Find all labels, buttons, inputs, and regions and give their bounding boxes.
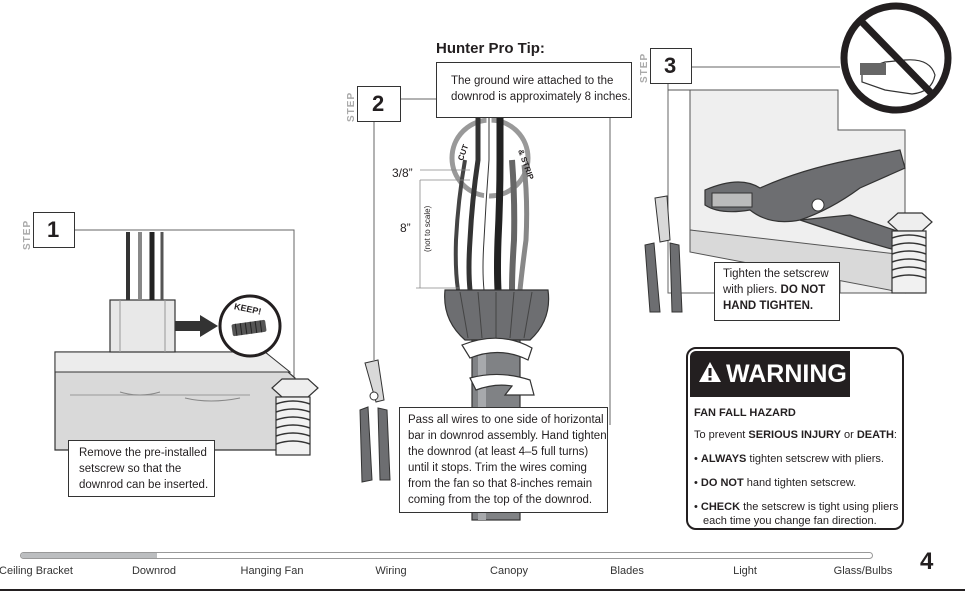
step2-caption-line5: from the fan so that 8-inches remain [408,478,593,490]
warning-bullet-3-bold: CHECK [700,501,741,513]
progress-bar-fill [21,553,158,558]
step2-caption-box: Pass all wires to one side of horizontal… [399,407,608,513]
step1-illustration [54,229,319,456]
nav-item-canopy[interactable]: Canopy [490,565,528,577]
step3-number: 3 [664,53,677,78]
step2-caption-line1: Pass all wires to one side of horizontal [408,414,604,426]
pro-tip-text-line1: The ground wire attached to the [451,75,614,87]
step1-caption-box: Remove the pre-installed setscrew so tha… [68,440,215,497]
step3-word: STEP [639,52,650,83]
warning-intro-b: SERIOUS INJURY [748,429,841,441]
step3-caption-line2: with pliers. DO NOT [723,283,825,299]
pro-tip-heading: Hunter Pro Tip: [436,40,545,57]
warning-intro-e: : [893,429,897,441]
warning-banner: WARNING [690,351,850,397]
step1-word: STEP [22,219,33,250]
warning-intro: To prevent SERIOUS INJURY or DEATH: [694,429,897,441]
warning-box: WARNING FAN FALL HAZARD To prevent SERIO… [686,347,904,530]
nav-item-wiring[interactable]: Wiring [375,565,407,577]
step1-number-box: 1 [33,212,75,248]
not-to-scale-label: (not to scale) [423,205,432,252]
pro-tip-box: The ground wire attached to the downrod … [436,62,632,118]
measure-small-label: 3/8” [392,166,413,180]
step3-caption-box: Tighten the setscrew with pliers. DO NOT… [714,262,840,321]
step2-word: STEP [346,91,357,122]
step1-caption-line2: setscrew so that the [79,463,182,475]
warning-hazard: FAN FALL HAZARD [694,407,796,419]
step2-caption-line3: the downrod (at least 4–5 full turns) [408,446,589,458]
progress-bar-track [20,552,873,559]
warning-intro-c: or [840,429,857,441]
step2-caption-line6: coming from the top of the downrod. [408,494,593,506]
step3-number-box: 3 [650,48,692,84]
nav-item-downrod[interactable]: Downrod [131,565,177,577]
step3-caption-line2-bold: DO NOT [780,284,826,296]
warning-triangle-icon [699,362,721,382]
warning-bullet-1: • ALWAYS tighten setscrew with pliers. [694,453,884,465]
bullet-2: • [694,477,698,489]
step1-caption-line3: downrod can be inserted. [79,479,209,491]
bullet-1: • [694,453,698,465]
nav-item-blades[interactable]: Blades [610,565,644,577]
step1-caption-line1: Remove the pre-installed [79,447,207,459]
pro-tip-text-line2: downrod is approximately 8 inches. [451,91,631,103]
step2-caption-line4: until it stops. Trim the wires coming [408,462,587,474]
warning-bullet-3: • CHECK the setscrew is tight using plie… [694,501,898,513]
page-number: 4 [920,548,934,575]
warning-bullet-3-rest: the setscrew is tight using pliers [740,501,899,513]
bullet-3: • [694,501,698,513]
warning-bullet-1-bold: ALWAYS [700,453,747,465]
step3-caption-line2-plain: with pliers. [723,284,781,296]
warning-bullet-2: • DO NOT hand tighten setscrew. [694,477,856,489]
step3-illustration [644,2,952,313]
warning-intro-a: To prevent [694,429,749,441]
warning-bullet-1-rest: tighten setscrew with pliers. [746,453,884,465]
warning-intro-d: DEATH [856,429,894,441]
nav-item-ceiling-bracket[interactable]: Ceiling Bracket [0,565,73,577]
warning-bullet-2-bold: DO NOT [700,477,744,489]
step3-caption-line1: Tighten the setscrew [723,268,829,280]
step2-number-box: 2 [357,86,401,122]
warning-bullet-3-line2: each time you change fan direction. [703,515,877,527]
warning-bullet-2-rest: hand tighten setscrew. [743,477,857,489]
step1-number: 1 [47,217,60,242]
pliers-illustration-step2 [359,359,391,483]
nav-item-glass-bulbs[interactable]: Glass/Bulbs [833,565,893,577]
step3-caption-line3: HAND TIGHTEN. [723,300,814,312]
nav-item-light[interactable]: Light [733,565,757,577]
step2-caption-line2: bar in downrod assembly. Hand tighten [408,430,607,442]
warning-title: WARNING [726,360,847,388]
measure-large-label: 8” [400,221,411,235]
step2-number: 2 [372,91,385,116]
nav-item-hanging-fan[interactable]: Hanging Fan [240,565,304,577]
